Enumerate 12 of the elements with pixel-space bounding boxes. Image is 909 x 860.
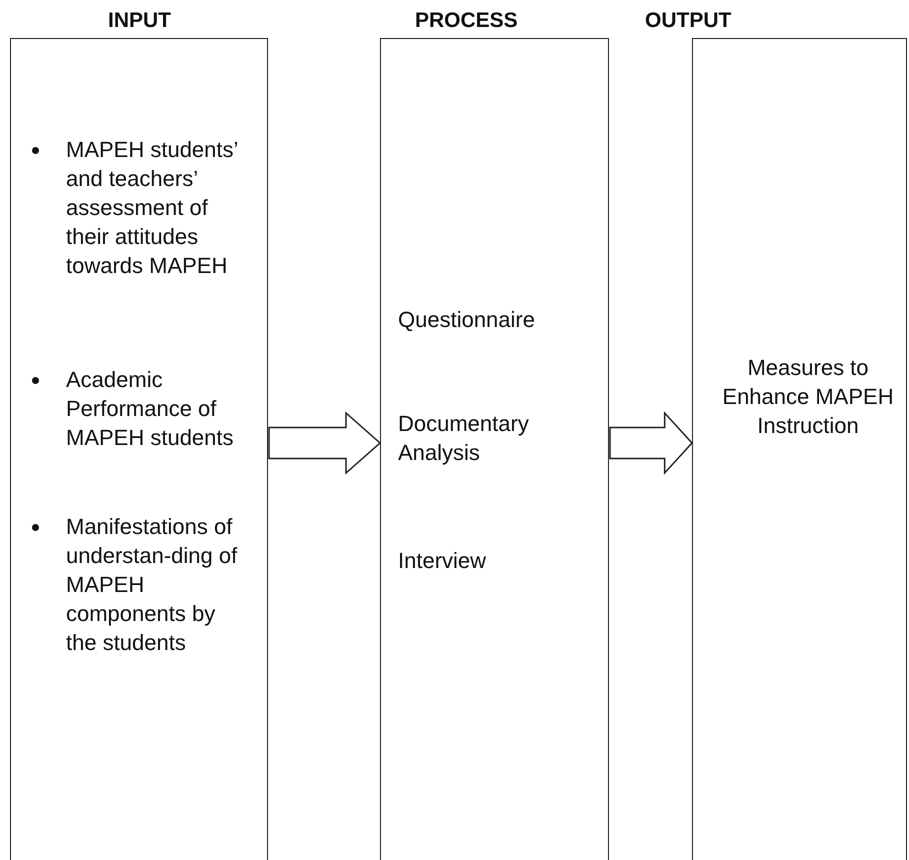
column-heading: INPUT [108,9,171,33]
item-text: Documentary Analysis [398,410,530,467]
bullet-text: MAPEH students’ and teachers’ assessment of their attitudes towards MAPEH [66,136,239,280]
block-arrow [268,411,382,475]
bullet-text: Academic Performance of MAPEH students [66,366,235,452]
item-text: Measures to Enhance MAPEH Instruction [721,354,895,440]
block-arrow [609,411,694,475]
column-heading: PROCESS [415,9,518,33]
bullet-text: Manifestations of understan-ding of MAPEH components by the students [66,513,238,657]
column-heading: OUTPUT [645,9,732,33]
item-text: Interview [398,547,488,575]
item-text: Questionnaire [398,306,536,334]
